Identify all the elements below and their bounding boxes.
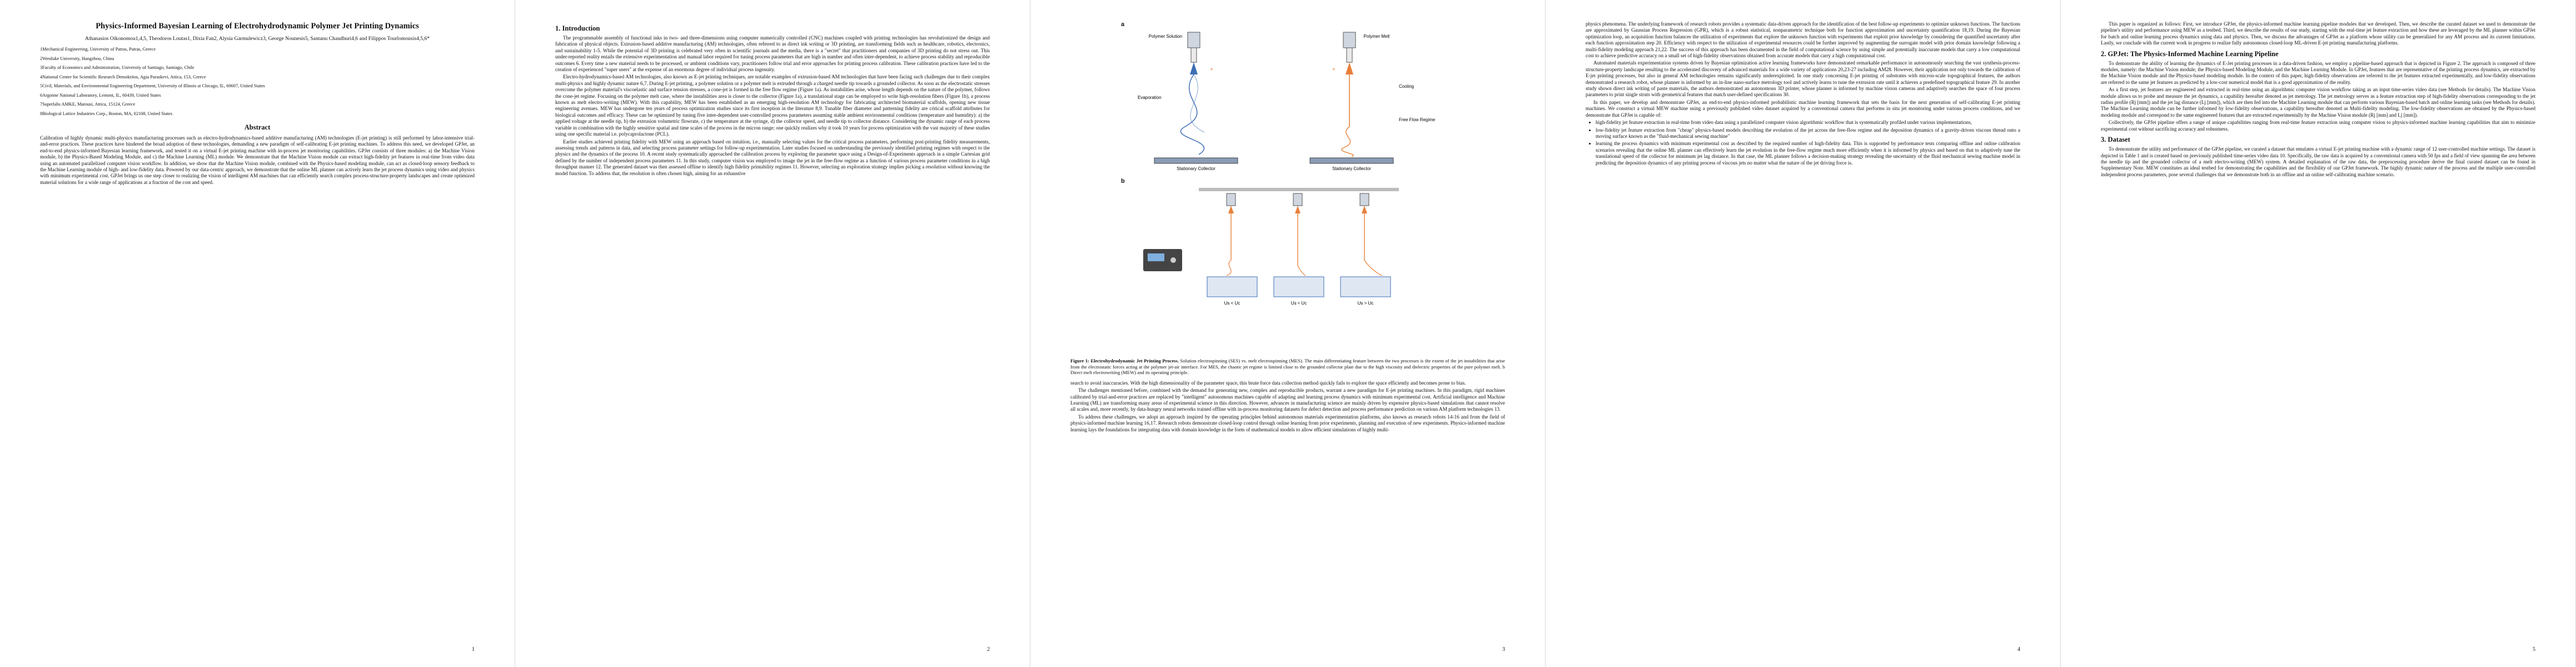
list-item: learning the process dynamics with minim… [1596, 141, 2020, 166]
figure-1-caption: Figure 1: Electrohydrodynamic Jet Printi… [1070, 358, 1505, 376]
figure-panel-label-b: b [1121, 178, 1125, 185]
body-paragraph: This paper is organized as follows: Firs… [2101, 21, 2535, 46]
body-paragraph: To demonstrate the ability of learning t… [2101, 60, 2535, 85]
label-cooling: Cooling [1399, 84, 1414, 89]
body-paragraph: To address these challenges, we adopt an… [1070, 414, 1505, 432]
author-list: Athanasios Oikonomou1,4,5, Theodoros Lou… [84, 36, 430, 42]
page-number: 1 [472, 646, 475, 653]
affiliation: 5Civil, Materials, and Environmental Eng… [40, 83, 265, 88]
list-item: low-fidelity jet feature extraction from… [1596, 127, 2020, 140]
plus-charge-icon: + [1332, 67, 1336, 73]
column-label-1: Us < Uc [1224, 301, 1240, 306]
collector-label-left: Stationary Collector [1177, 166, 1215, 171]
affiliation: 2Westlake University, Hangzhou, China [40, 56, 114, 61]
label-polymer-solution: Polymer Solution [1149, 34, 1182, 39]
figure-1: a b Stationary Collector Polymer Solutio… [1121, 21, 1443, 355]
body-paragraph: To demonstrate the utility and performan… [2101, 146, 2535, 177]
panel-a-melt-setup: Stationary Collector Polymer Melt Coolin… [1309, 32, 1436, 171]
body-paragraph: Earlier studies achieved printing fideli… [555, 138, 990, 176]
list-item: high-fidelity jet feature extraction in … [1596, 120, 2020, 126]
label-evaporation: Evaporation [1138, 95, 1162, 100]
body-paragraph: The challenges mentioned before, combine… [1070, 387, 1505, 412]
figure-1-illustration: Stationary Collector Polymer Solution Ev… [1138, 32, 1436, 306]
figure-1-caption-title: Figure 1: Electrohydrodynamic Jet Printi… [1070, 358, 1179, 364]
section-heading-dataset: 3. Dataset [2101, 136, 2130, 144]
page-number: 4 [2017, 646, 2020, 653]
page-1: Physics-Informed Bayesian Learning of El… [0, 0, 515, 667]
affiliation: 8Biological Lattice Industries Corp., Bo… [40, 111, 173, 116]
body-paragraph: The programmable assembly of functional … [555, 35, 990, 73]
body-paragraph: Collectively, the GPJet pipeline offers … [2101, 120, 2535, 132]
figure-panel-label-a: a [1121, 21, 1125, 28]
label-polymer-melt: Polymer Melt [1364, 34, 1390, 39]
body-paragraph: physics phenomena. The underlying framew… [1586, 21, 2020, 59]
paper-title: Physics-Informed Bayesian Learning of El… [96, 22, 419, 31]
affiliation: 4National Centre for Scientific Research… [40, 74, 206, 79]
abstract-text: Calibration of highly dynamic multi-phys… [40, 135, 475, 185]
page-4: physics phenomena. The underlying framew… [1546, 0, 2061, 667]
affiliation: 3Faculty of Economics and Administration… [40, 65, 195, 70]
affiliation-list: 1Mechanical Engineering, University of P… [40, 47, 475, 117]
affiliation: 1Mechanical Engineering, University of P… [40, 47, 156, 52]
body-paragraph: Electro-hydrodynamics-based AM technolog… [555, 74, 990, 137]
page-2: 1. Introduction The programmable assembl… [515, 0, 1030, 667]
column-label-3: Us > Uc [1358, 301, 1374, 306]
collector-label-right: Stationary Collector [1332, 166, 1371, 171]
page-3: a b Stationary Collector Polymer Solutio… [1030, 0, 1546, 667]
affiliation: 7Superlabs AMKE, Marousi, Attica, 15124,… [40, 102, 136, 107]
figure-1-caption-body: Solution electrospinning (SES) vs. melt … [1070, 358, 1505, 376]
page-number: 2 [987, 646, 990, 653]
label-free-flow-regime: Free Flow Regime [1399, 117, 1436, 122]
affiliation: 6Argonne National Laboratory, Lemont, IL… [40, 92, 161, 98]
column-label-2: Us ≈ Uc [1291, 301, 1307, 306]
page-5: This paper is organized as follows: Firs… [2061, 0, 2576, 667]
capabilities-list: high-fidelity jet feature extraction in … [1586, 120, 2020, 166]
panel-a-solution-setup: Stationary Collector Polymer Solution Ev… [1138, 32, 1238, 171]
page-number: 5 [2533, 646, 2535, 653]
body-paragraph: search to avoid inaccuracies. With the h… [1070, 380, 1466, 386]
body-paragraph: As a first step, jet features are engine… [2101, 87, 2535, 118]
panel-b-mew-setups: Us < Uc Us ≈ Uc [1143, 188, 1399, 306]
plus-charge-icon: + [1210, 67, 1213, 73]
body-paragraph: Automated materials experimentation syst… [1586, 60, 2020, 98]
body-paragraph: In this paper, we develop and demonstrat… [1586, 99, 2020, 118]
section-heading-introduction: 1. Introduction [555, 24, 600, 32]
abstract-heading: Abstract [244, 123, 271, 131]
section-heading-gpjet: 2. GPJet: The Physics-Informed Machine L… [2101, 49, 2279, 58]
page-number: 3 [1502, 646, 1505, 653]
